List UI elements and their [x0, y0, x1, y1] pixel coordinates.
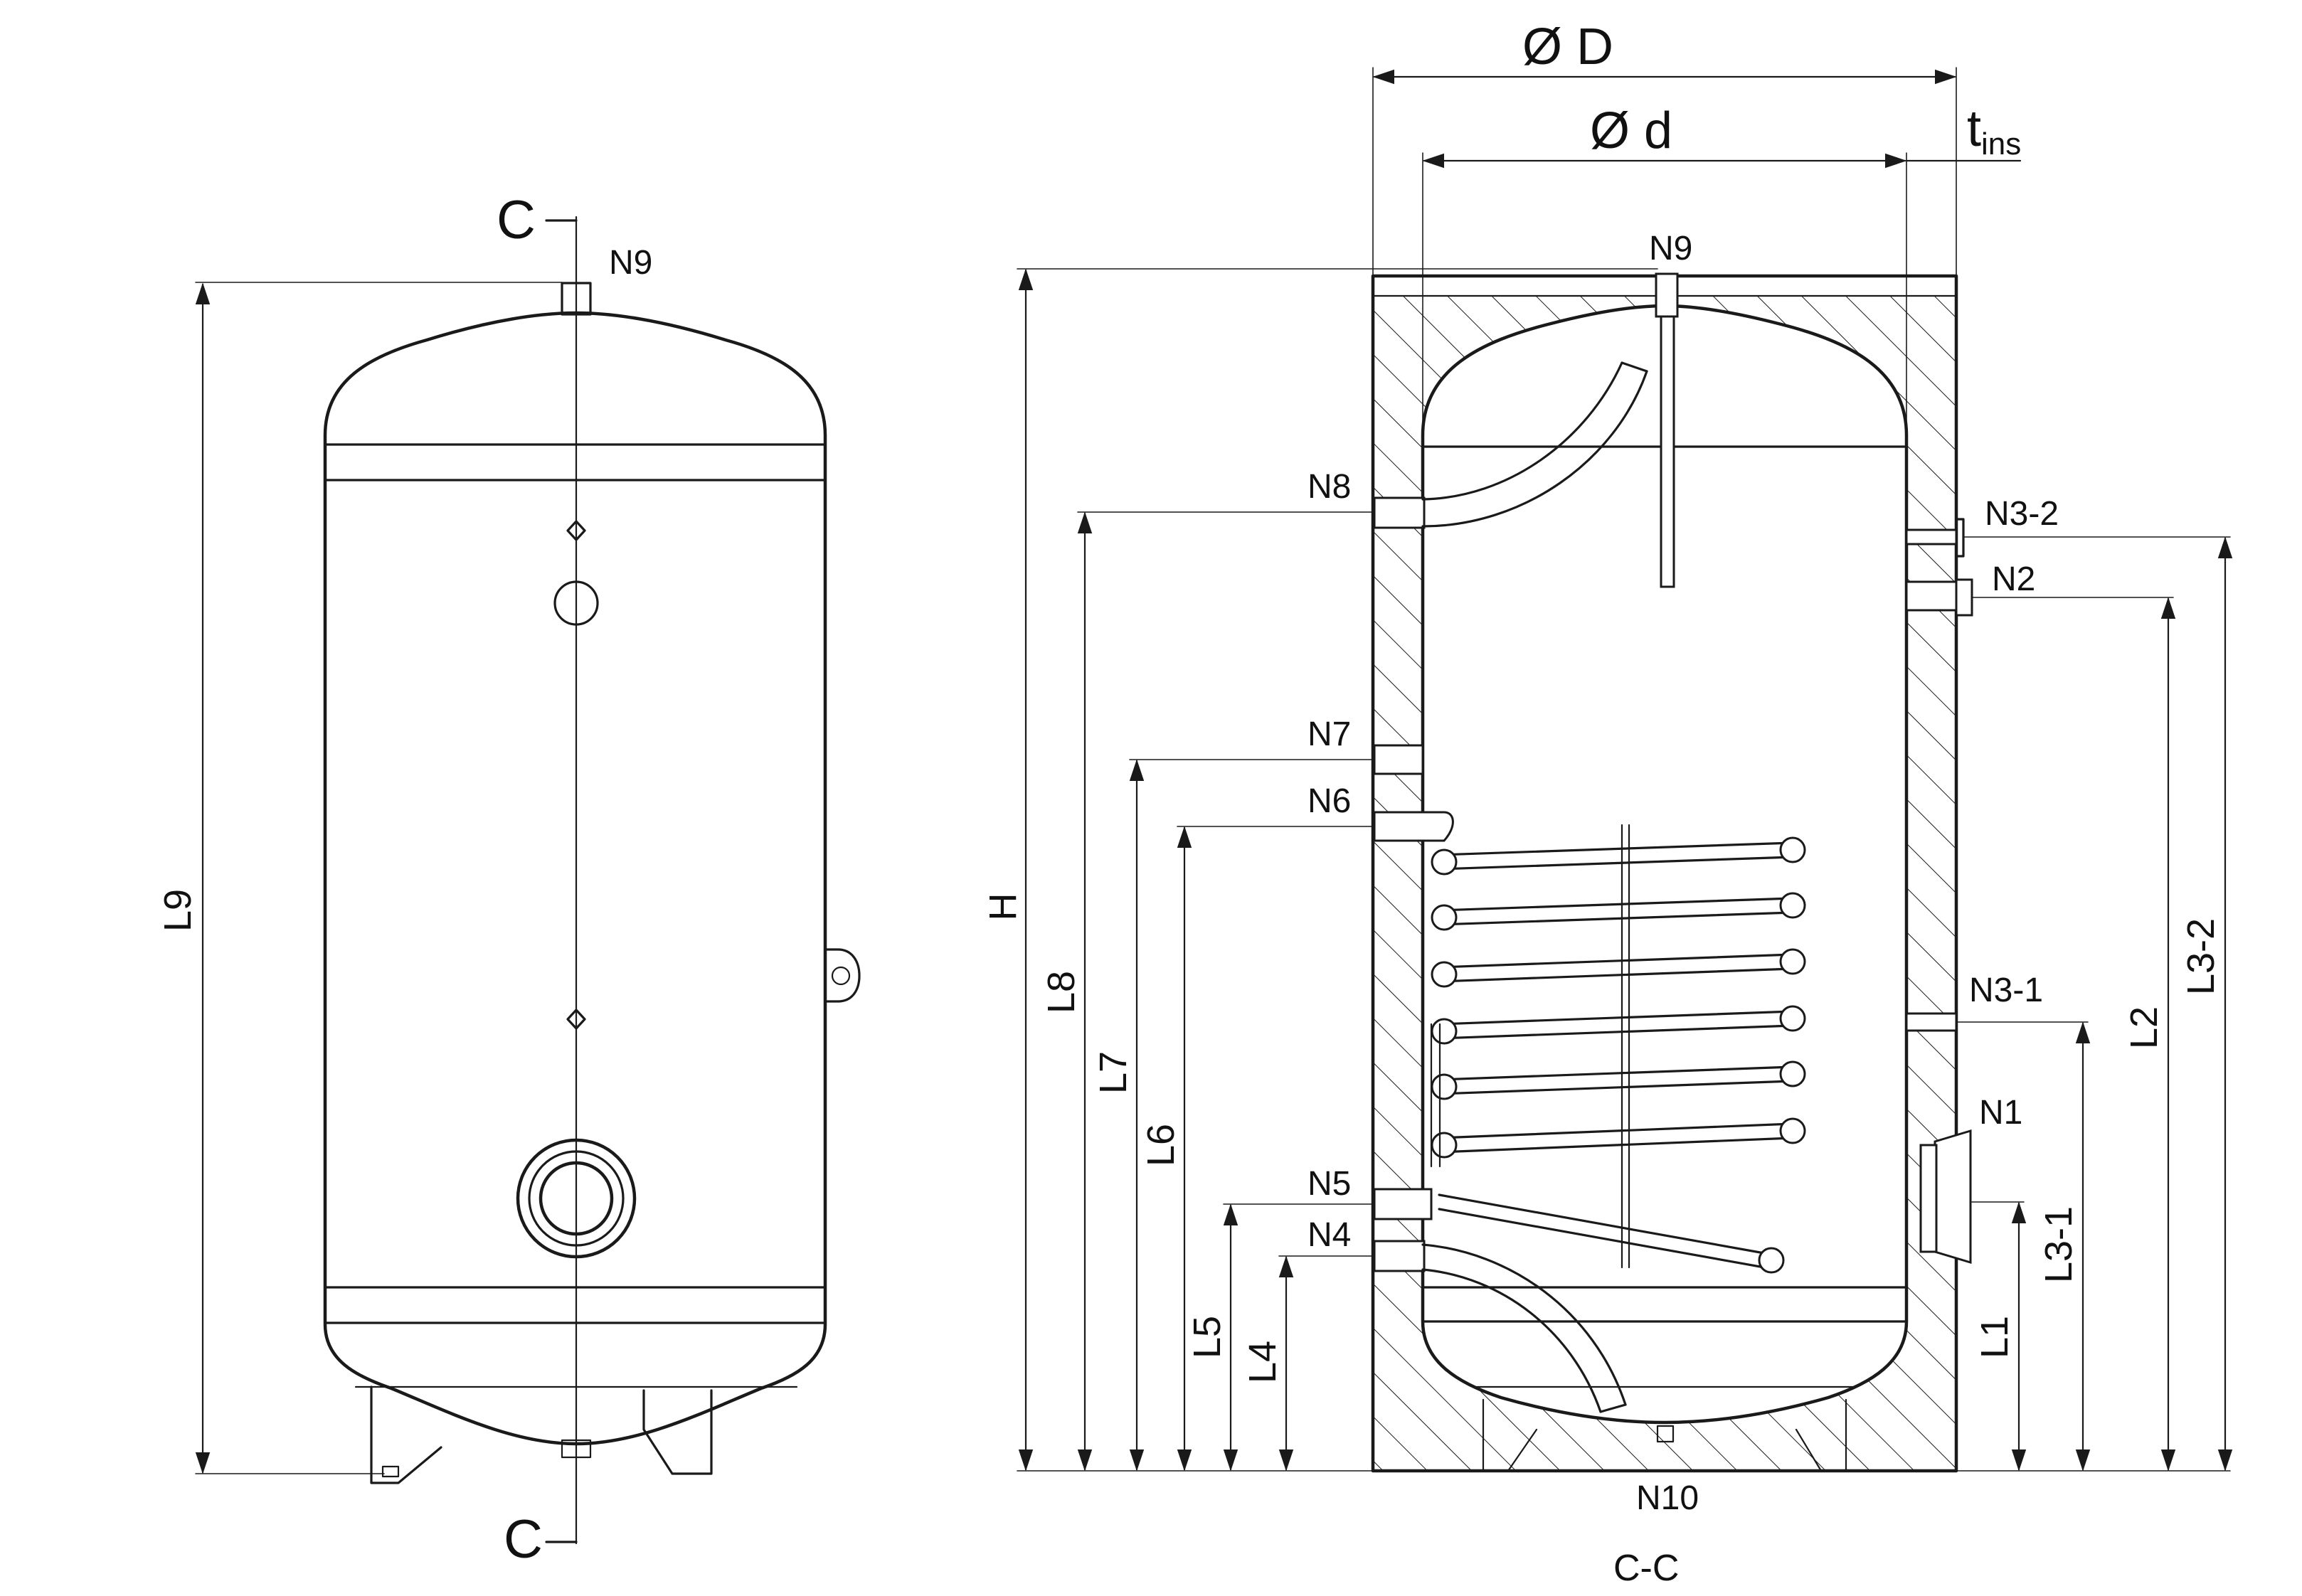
label-n4: N4 [1308, 1216, 1351, 1254]
side-fitting-upper [566, 520, 586, 541]
section-flange-n2 [1955, 578, 1973, 617]
side-tank-outline [323, 311, 827, 1446]
section-title: C-C [1613, 1548, 1679, 1589]
label-n2: N2 [1992, 560, 2035, 598]
dim-h-label: H [982, 893, 1024, 921]
dim-l9-label: L9 [157, 889, 199, 932]
side-manhole-flange [516, 1138, 637, 1259]
dip-tube [1660, 315, 1675, 588]
heating-coil [1430, 824, 1806, 1274]
side-leg-right [642, 1389, 713, 1475]
dim-l6-label: L6 [1140, 1124, 1182, 1166]
side-port-circle [553, 580, 599, 626]
label-n7: N7 [1308, 715, 1351, 753]
dim-inner-d-label: Ø d [1590, 102, 1672, 159]
section-marker-top: C [497, 190, 536, 250]
label-n1: N1 [1979, 1094, 2022, 1132]
side-lifting-lug [824, 948, 861, 1003]
section-nozzle-n5 [1373, 1188, 1433, 1220]
label-n8: N8 [1308, 468, 1351, 506]
section-pipe-n4 [1373, 1240, 1627, 1413]
section-view: Ø D Ø d tins H L8 L7 L6 L5 L4 N8 N7 N6 N… [982, 18, 2233, 1589]
dim-tins-label: tins [1967, 100, 2021, 161]
section-nozzle-n2 [1905, 580, 1958, 612]
label-n6: N6 [1308, 782, 1351, 820]
side-foot-plate [381, 1465, 400, 1478]
section-nozzle-n9 [1655, 272, 1679, 318]
side-fitting-lower [566, 1009, 586, 1030]
dim-l3-2-label: L3-2 [2180, 918, 2222, 995]
section-marker-bottom: C [504, 1509, 543, 1570]
label-n10: N10 [1636, 1479, 1699, 1517]
section-flange-n1 [1919, 1129, 1972, 1265]
dim-l7-label: L7 [1092, 1051, 1135, 1094]
section-nozzle-n10 [1656, 1425, 1675, 1443]
section-flange-n3-2 [1955, 518, 1965, 558]
dim-l8-label: L8 [1040, 971, 1083, 1014]
section-pipe-n8 [1373, 361, 1648, 529]
dim-l5-label: L5 [1186, 1316, 1229, 1358]
dim-l2-label: L2 [2123, 1006, 2165, 1049]
section-nozzle-n3-1 [1905, 1012, 1958, 1032]
section-legs [1482, 1398, 1847, 1472]
label-n9: N9 [1649, 230, 1692, 267]
dim-l3-1-label: L3-1 [2037, 1206, 2080, 1283]
section-nozzle-n7 [1373, 744, 1424, 775]
label-n5: N5 [1308, 1165, 1351, 1203]
label-n3-1: N3-1 [1969, 972, 2043, 1009]
dim-l4-label: L4 [1241, 1341, 1284, 1383]
section-nozzle-n3-2 [1905, 528, 1958, 546]
side-leg-left [370, 1385, 442, 1484]
section-nozzle-n6 [1373, 811, 1454, 842]
label-n3-2: N3-2 [1985, 495, 2059, 533]
side-label-n9: N9 [609, 244, 652, 282]
dim-l1-label: L1 [1973, 1316, 2016, 1358]
dim-outer-d-label: Ø D [1522, 18, 1613, 75]
side-view: C C N9 L9 [157, 190, 861, 1570]
side-drain-nozzle [561, 1439, 592, 1459]
